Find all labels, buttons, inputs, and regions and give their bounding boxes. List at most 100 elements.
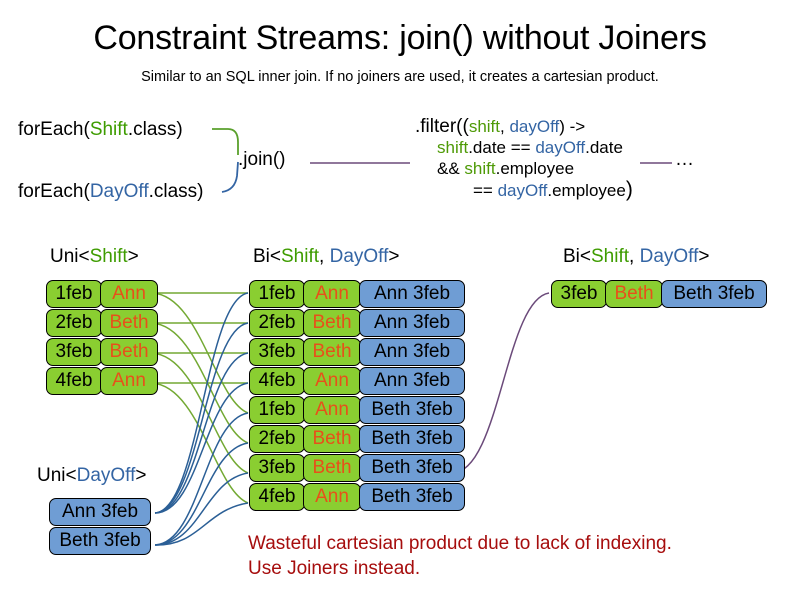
code-foreach-dayoff: forEach(DayOff.class) — [18, 180, 204, 203]
bi-shift-date-cell: 3feb — [249, 454, 305, 482]
label-bi-middle: Bi<Shift, DayOff> — [253, 245, 399, 268]
shift-employee-cell: Ann — [100, 367, 158, 395]
filter-l4-dayoff: dayOff — [497, 181, 548, 200]
bi-dayoff-cell: Beth 3feb — [359, 483, 465, 511]
uni-dayoff-type: DayOff — [76, 465, 136, 486]
filter-l2-shift: shift — [437, 138, 469, 157]
bi-shift-date-cell: 4feb — [249, 483, 305, 511]
bi-mid-type2: DayOff — [329, 246, 389, 267]
result-dayoff-cell: Beth 3feb — [661, 280, 767, 308]
pipeline-ellipsis: … — [675, 149, 694, 170]
foreach-shift-type: Shift — [89, 119, 128, 140]
code-filter-block: .filter((shift, dayOff) -> shift.date ==… — [415, 116, 633, 201]
filter-l4-end: .employee — [547, 181, 626, 200]
filter-l3-shift: shift — [464, 159, 496, 178]
uni-dayoff-suffix: > — [135, 465, 147, 486]
bi-dayoff-cell: Beth 3feb — [359, 454, 465, 482]
foreach-dayoff-suffix: .class) — [148, 181, 204, 202]
dayoff-label-cell: Beth 3feb — [49, 527, 151, 555]
bi-shift-employee-cell: Beth — [303, 338, 361, 366]
warning-note: Wasteful cartesian product due to lack o… — [248, 531, 672, 581]
shift-employee-cell: Beth — [100, 309, 158, 337]
dayoff-label-cell: Ann 3feb — [49, 498, 151, 526]
bi-shift-employee-cell: Ann — [303, 367, 361, 395]
foreach-shift-suffix: .class) — [127, 119, 183, 140]
bi-shift-employee-cell: Ann — [303, 483, 361, 511]
uni-dayoff-prefix: Uni< — [37, 465, 77, 486]
filter-close-paren: ) — [625, 178, 633, 201]
filter-l2-dayoff: dayOff — [535, 138, 586, 157]
bi-right-prefix: Bi< — [563, 246, 591, 267]
uni-dayoff-card[interactable]: Ann 3feb — [49, 498, 151, 526]
filter-param-dayoff: dayOff — [509, 117, 560, 136]
foreach-shift-prefix: forEach( — [18, 119, 90, 140]
shift-employee-cell: Beth — [100, 338, 158, 366]
filter-param-comma: , — [500, 117, 510, 136]
bi-shift-employee-cell: Beth — [303, 425, 361, 453]
uni-shift-type: Shift — [89, 246, 128, 267]
bi-dayoff-cell: Ann 3feb — [359, 367, 465, 395]
bi-mid-type1: Shift — [281, 246, 320, 267]
filter-l4-eq: == — [473, 181, 498, 200]
uni-shift-prefix: Uni< — [50, 246, 90, 267]
bi-shift-employee-cell: Beth — [303, 309, 361, 337]
result-shift-employee-cell: Beth — [605, 280, 663, 308]
shift-date-cell: 3feb — [46, 338, 102, 366]
filter-line-1: .filter((shift, dayOff) -> — [415, 116, 633, 137]
filter-line-4: == dayOff.employee) — [415, 179, 633, 201]
bi-dayoff-cell: Beth 3feb — [359, 396, 465, 424]
bi-right-type1: Shift — [591, 246, 630, 267]
shift-date-cell: 2feb — [46, 309, 102, 337]
code-join-call: .join() — [238, 149, 286, 170]
shift-employee-cell: Ann — [100, 280, 158, 308]
page-subtitle: Similar to an SQL inner join. If no join… — [141, 69, 659, 85]
bi-shift-employee-cell: Ann — [303, 396, 361, 424]
bi-mid-comma: , — [319, 246, 330, 267]
warning-line-2: Use Joiners instead. — [248, 558, 421, 579]
bi-shift-date-cell: 1feb — [249, 396, 305, 424]
bi-dayoff-cell: Ann 3feb — [359, 309, 465, 337]
uni-shift-suffix: > — [127, 246, 139, 267]
filter-open: .filter(( — [415, 116, 469, 137]
bi-shift-employee-cell: Ann — [303, 280, 361, 308]
result-shift-date-cell: 3feb — [551, 280, 607, 308]
bi-dayoff-cell: Ann 3feb — [359, 338, 465, 366]
uni-dayoff-card[interactable]: Beth 3feb — [49, 527, 151, 555]
bi-right-comma: , — [629, 246, 640, 267]
bi-right-suffix: > — [698, 246, 710, 267]
foreach-dayoff-prefix: forEach( — [18, 181, 90, 202]
bi-shift-date-cell: 2feb — [249, 425, 305, 453]
bi-mid-suffix: > — [388, 246, 400, 267]
bi-right-type2: DayOff — [639, 246, 699, 267]
filter-line-3: && shift.employee — [415, 158, 633, 179]
bi-shift-date-cell: 2feb — [249, 309, 305, 337]
page-title: Constraint Streams: join() without Joine… — [93, 19, 707, 57]
label-uni-shift: Uni<Shift> — [50, 245, 139, 268]
bi-dayoff-cell: Ann 3feb — [359, 280, 465, 308]
label-uni-dayoff: Uni<DayOff> — [37, 464, 147, 487]
filter-l2-end: .date — [585, 138, 623, 157]
filter-l2-mid: .date == — [468, 138, 536, 157]
bi-shift-date-cell: 4feb — [249, 367, 305, 395]
bi-shift-employee-cell: Beth — [303, 454, 361, 482]
filter-param-shift: shift — [468, 117, 501, 136]
filter-arrow: ) -> — [559, 117, 586, 136]
